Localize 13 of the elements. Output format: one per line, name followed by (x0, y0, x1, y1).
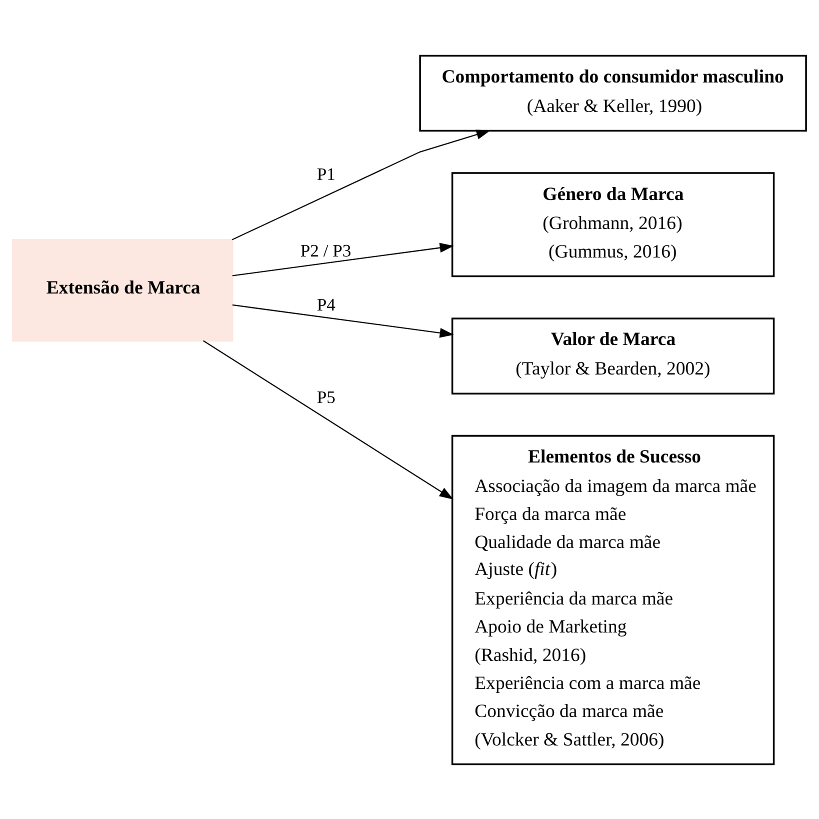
node-box: Género da Marca (Grohmann, 2016) (Gummus, 2016) (451, 172, 775, 277)
node-box: Valor de Marca (Taylor & Bearden, 2002) (451, 317, 775, 394)
arrow (203, 340, 454, 500)
arrow (232, 242, 454, 276)
node-box: Extensão de Marca (12, 238, 234, 342)
node-box: Comportamento do consumidor masculino (Aaker & Keller, 1990) (419, 54, 807, 132)
node-box: Elementos de Sucesso Associação da imagem da marca mãe Força da marca mãe Qualidade da marca mãe Ajuste (fit) Experiência da marca mãe Apoio de Marketing (Rashid, 2016) Experiência com a marca mãe Convicção da marca mãe (Volcker & Sattler, 2006) (451, 434, 775, 765)
edge-label: P2 / P3 (300, 240, 352, 260)
edge-label: P1 (316, 164, 336, 184)
edge-label: P4 (316, 294, 336, 314)
arrow (232, 304, 454, 338)
arrow (232, 129, 490, 240)
edge-label: P5 (316, 386, 336, 406)
